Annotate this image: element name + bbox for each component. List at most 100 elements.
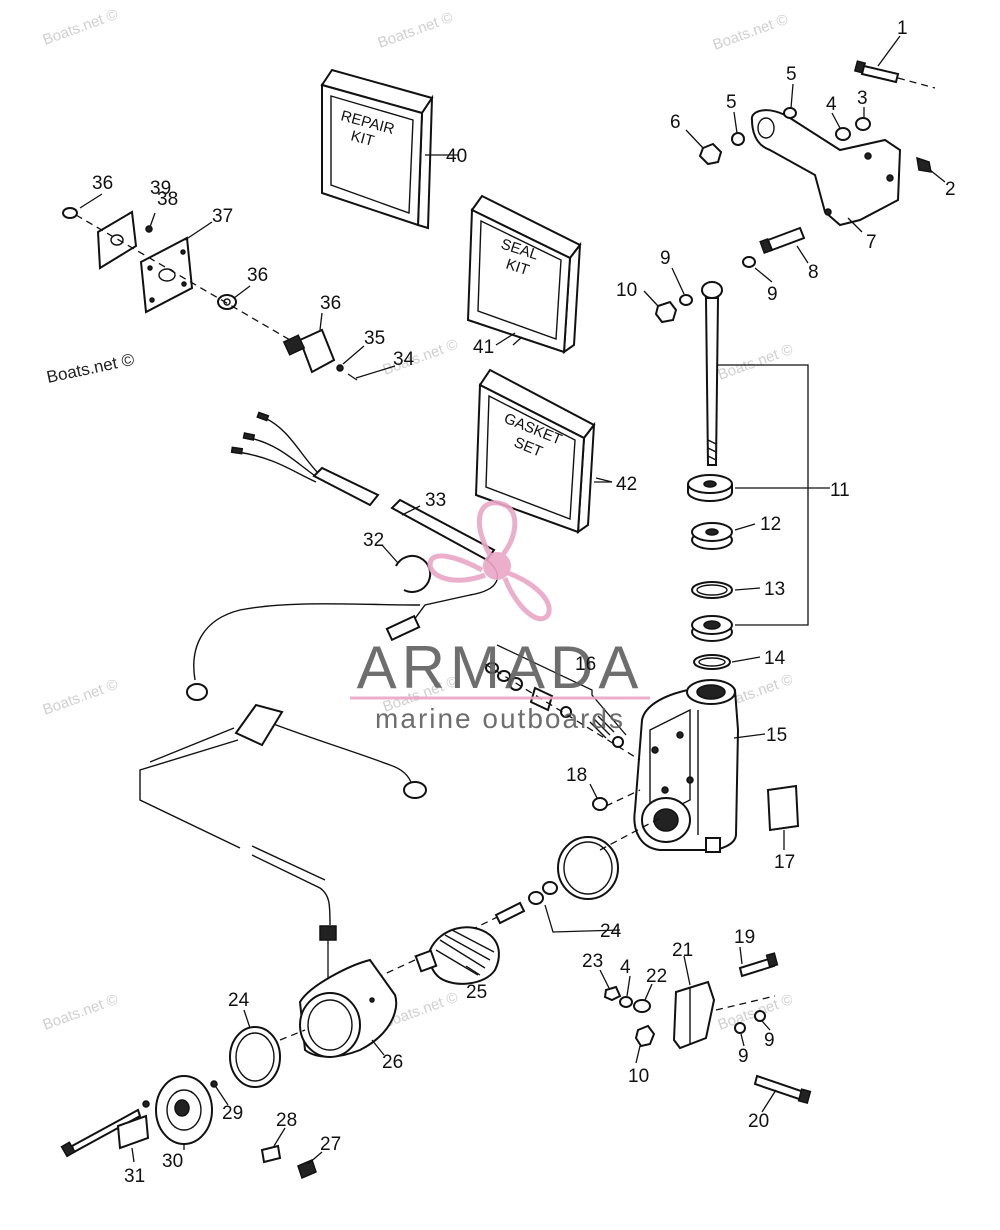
lockwasher-4 [835,127,851,141]
o-ring-24 [557,836,619,900]
wiring-harness [139,411,498,985]
switch-mounting-group [62,207,358,381]
callout-32: 32 [363,530,384,551]
callout-30: 30 [162,1151,183,1172]
seal-kit-label: KIT [504,256,531,279]
bracket-21 [672,980,716,1050]
screw-38 [145,225,153,233]
callout-18: 18 [566,765,587,786]
callout-26: 26 [382,1052,403,1073]
brand-name: ARMADA [357,634,644,701]
callout-14: 14 [764,648,786,669]
callout-5: 5 [726,92,737,113]
stud-8 [766,226,806,252]
propeller-blade [502,569,552,622]
nut-35 [336,364,344,372]
callout-33: 33 [425,490,446,511]
washer-36 [62,207,78,219]
callout-23: 23 [582,951,603,972]
callout-13: 13 [764,579,785,600]
screw-34 [347,373,358,381]
seal-kit-box: SEAL KIT [466,194,582,355]
callout-5: 5 [786,64,797,85]
callout-31: 31 [124,1166,145,1187]
callout-35: 35 [364,328,385,349]
callout-20: 20 [748,1111,769,1132]
propeller-blade [427,553,486,583]
callout-6: 6 [670,112,681,133]
callout-37: 37 [212,206,233,227]
decal-17 [766,784,800,832]
callout-24: 24 [600,921,622,942]
o-ring-24 [229,1026,281,1088]
nut-3 [855,117,871,131]
callout-10: 10 [616,280,637,301]
callout-4: 4 [620,957,631,978]
callout-28: 28 [276,1110,297,1131]
site-watermark: Boats.net © [716,341,796,384]
propeller-hub [483,552,511,580]
armada-watermark: ARMADA marine outboards [350,500,650,734]
callout-39: 39 [150,178,171,199]
nut-36 [217,294,237,310]
callout-36: 36 [320,293,341,314]
pin-29 [210,1080,218,1088]
callout-3: 3 [857,88,868,109]
shaft-seal-group [687,281,830,670]
bolt-20 [753,1074,806,1102]
clip-32 [395,554,432,593]
nut-6 [698,142,723,166]
repair-kit-box: REPAIR KIT [320,68,434,230]
valve-group-16 [484,644,800,832]
screw-27 [297,1158,317,1180]
callout-25: 25 [466,982,487,1003]
site-watermark: Boats.net © [711,11,791,54]
callout-36: 36 [247,265,268,286]
site-watermark: Boats.net © [41,6,121,49]
propeller-logo [427,500,552,622]
callout-9: 9 [738,1046,749,1067]
site-watermark: Boats.net © [376,9,456,52]
callout-8: 8 [808,262,819,283]
callout-29: 29 [222,1103,243,1124]
site-watermark: Boats.net © [45,350,137,387]
gasket-set-box: GASKET SET [474,368,596,535]
washer-5 [731,132,745,146]
nut-23 [603,985,622,1002]
bracket-37 [139,236,194,314]
callout-9: 9 [660,248,671,269]
lockwasher-4 [619,996,633,1008]
callout-1: 1 [897,18,908,39]
nut-10 [654,300,678,324]
washer-9 [742,256,756,268]
callout-22: 22 [646,966,667,987]
washer-9 [734,1022,746,1034]
callout-41: 41 [473,337,494,358]
pump-housing-15 [633,679,740,853]
callout-27: 27 [320,1134,341,1155]
callout-9: 9 [764,1030,775,1051]
callout-4: 4 [826,94,837,115]
lower-bracket-group [603,952,812,1105]
callout-40: 40 [446,146,467,167]
callout-15: 15 [766,725,787,746]
plug-18 [592,797,608,811]
callout-38: 38 [157,189,178,210]
motor-group [60,817,661,1180]
callout-36: 36 [92,173,113,194]
repair-kit-label: KIT [349,127,376,149]
switch-36 [298,328,336,374]
callout-16: 16 [575,654,596,675]
callout-17: 17 [774,852,795,873]
callout-19: 19 [734,927,755,948]
mounting-bracket-group [654,60,936,324]
washer-9 [754,1010,766,1022]
plate-39 [96,210,138,270]
callout-numbers: 1 2 3 4 5 5 6 7 8 9 9 10 11 12 13 14 15 … [92,18,956,1187]
brand-tagline: marine outboards [375,703,625,734]
callout-21: 21 [672,940,693,961]
brush-28 [260,1144,282,1164]
shaft [704,297,720,466]
